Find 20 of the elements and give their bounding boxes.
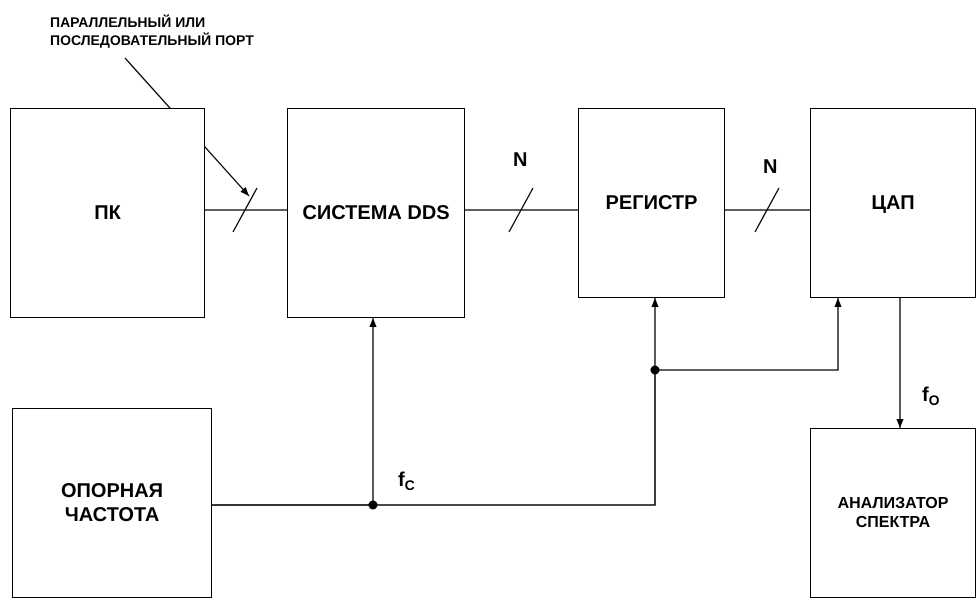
arrow — [896, 298, 904, 428]
block-label: ЦАП — [871, 191, 915, 215]
edge-label: f$_{C}$ — [396, 470, 417, 492]
block-label: ОПОРНАЯ ЧАСТОТА — [60, 479, 164, 527]
connector-line — [465, 209, 578, 211]
block-box — [287, 108, 465, 318]
connector-line — [205, 209, 287, 211]
port-note: ПАРАЛЛЕЛЬНЫЙ ИЛИ ПОСЛЕДОВАТЕЛЬНЫЙ ПОРТ — [50, 14, 285, 49]
edge-label: f$_{O}$ — [920, 385, 942, 407]
block-box — [810, 428, 976, 598]
block-box — [10, 108, 205, 318]
block-label: СИСТЕМА DDS — [302, 201, 450, 225]
connector-line — [725, 209, 810, 211]
block-box — [578, 108, 725, 298]
block-label: АНАЛИЗАТОР СПЕКТРА — [836, 494, 950, 532]
arrow — [212, 298, 842, 506]
block-label: РЕГИСТР — [606, 191, 698, 215]
block-box — [12, 408, 212, 598]
block-box — [810, 108, 976, 298]
block-label: ПК — [94, 201, 121, 225]
